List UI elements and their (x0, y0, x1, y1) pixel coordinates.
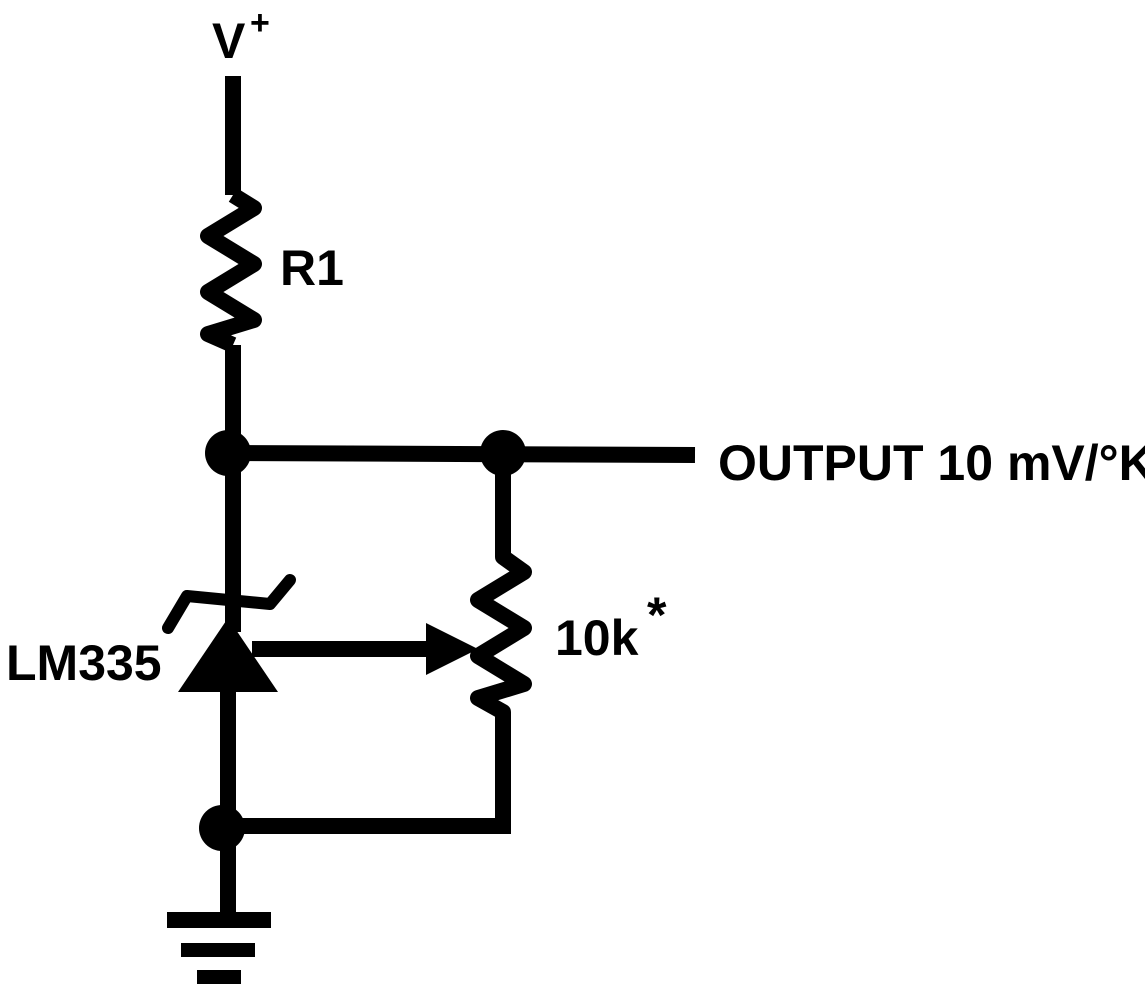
trimmer-note-mark: * (647, 587, 667, 643)
resistor-r1 (200, 188, 262, 353)
resistor-r1-label: R1 (280, 240, 344, 296)
junction-dot-left (205, 430, 251, 476)
supply-polarity: + (250, 4, 270, 42)
lm335-cathode-bar (162, 574, 296, 634)
output-label: OUTPUT 10 mV/°K (718, 435, 1145, 491)
ground-icon (167, 912, 271, 984)
output-wire (226, 445, 696, 463)
trimmer-10k (470, 453, 532, 828)
wiper-arrowhead (426, 623, 478, 675)
supply-label: V (212, 13, 246, 69)
junction-dot-bottom (199, 805, 245, 851)
lm335-diode-triangle (178, 618, 278, 692)
lm335-label: LM335 (6, 635, 162, 691)
trimmer-label: 10k (555, 610, 639, 666)
